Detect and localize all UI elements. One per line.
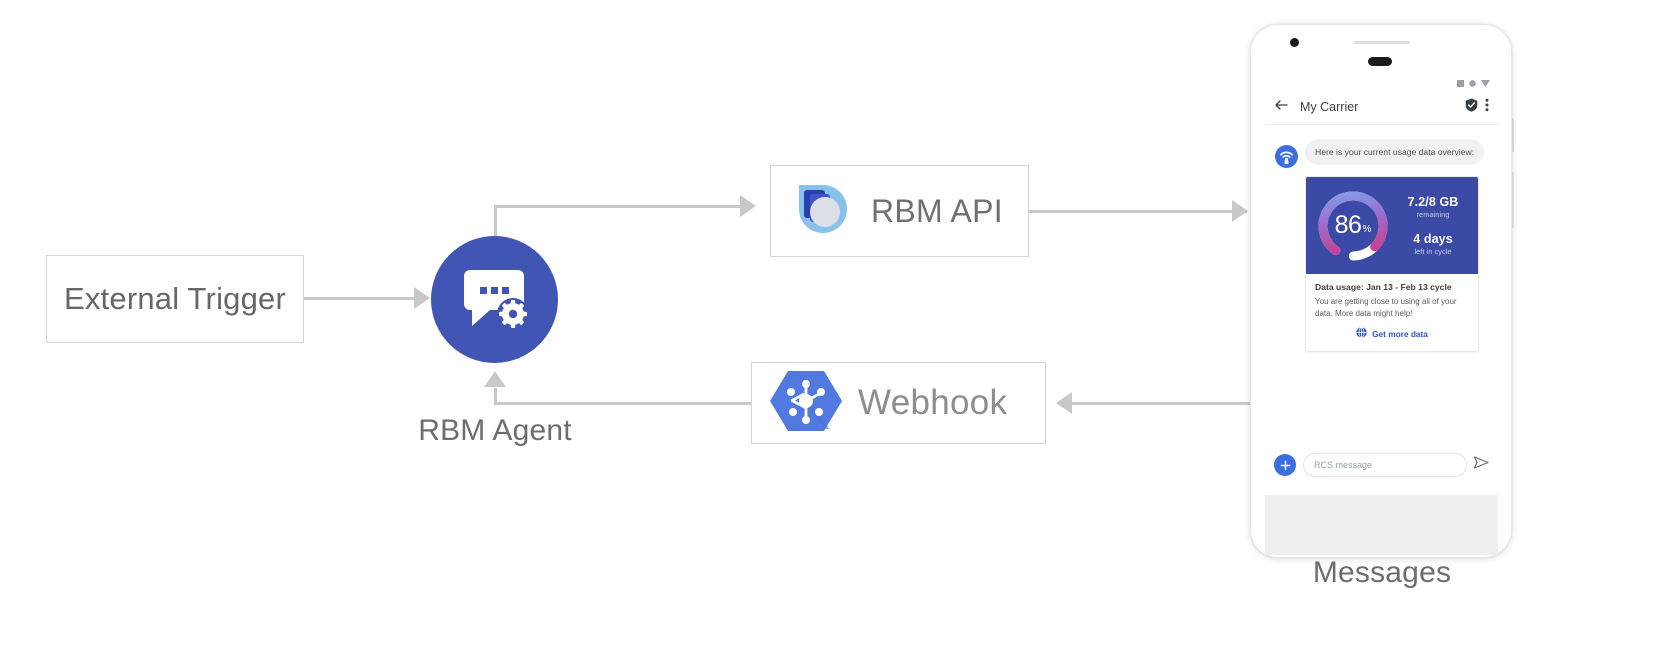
add-attachment-button[interactable] xyxy=(1274,454,1296,476)
battery-dot-icon xyxy=(1469,76,1476,92)
data-usage-rich-card[interactable]: 86 % 7.2/8 GB remaining 4 days left in c… xyxy=(1305,176,1479,353)
phone-chin xyxy=(1265,495,1498,555)
phone-volume-button[interactable] xyxy=(1511,172,1514,228)
phone-screen: My Carrier xyxy=(1265,76,1498,495)
arrowhead-webhook-to-agent xyxy=(484,371,506,387)
phone-sensor-strip xyxy=(1354,41,1410,44)
messages-label: Messages xyxy=(1312,556,1452,589)
stat-days-left-caption: left in cycle xyxy=(1414,247,1452,256)
gauge-value-wrap: 86 % xyxy=(1312,185,1394,267)
webhook-box[interactable]: Webhook xyxy=(751,362,1046,444)
get-more-data-label: Get more data xyxy=(1372,328,1428,339)
usage-stats: 7.2/8 GB remaining 4 days left in cycle xyxy=(1394,195,1478,256)
incoming-message-bubble: Here is your current usage data overview… xyxy=(1305,139,1485,166)
stat-gap xyxy=(1394,219,1472,232)
send-icon[interactable] xyxy=(1473,456,1489,474)
status-bar xyxy=(1265,76,1498,90)
nav-home-circle-icon[interactable] xyxy=(1377,492,1386,496)
globe-icon xyxy=(1356,327,1367,340)
connector-agent-up xyxy=(494,205,497,253)
stat-data-remaining-caption: remaining xyxy=(1416,210,1450,219)
usage-gauge: 86 % xyxy=(1312,185,1394,267)
message-composer: RCS message xyxy=(1265,443,1498,487)
rbm-api-box[interactable]: RBM API xyxy=(770,165,1029,257)
app-bar-title: My Carrier xyxy=(1300,100,1359,114)
connector-agent-to-api xyxy=(494,205,740,208)
android-nav-bar xyxy=(1265,487,1498,495)
connector-trigger-to-agent xyxy=(304,297,416,300)
gauge-unit: % xyxy=(1362,224,1372,235)
rbm-agent-node[interactable] xyxy=(431,236,558,363)
arrowhead-agent-to-api xyxy=(740,195,756,217)
connector-webhook-up xyxy=(494,388,497,404)
nav-recents-square-icon[interactable] xyxy=(1438,492,1446,496)
more-vert-icon[interactable] xyxy=(1485,98,1489,117)
rich-card-body: Data usage: Jan 13 - Feb 13 cycle You ar… xyxy=(1306,274,1478,352)
conversation-thread: Here is your current usage data overview… xyxy=(1265,125,1498,443)
connector-api-to-phone xyxy=(1029,210,1247,213)
wifi-triangle-icon xyxy=(1481,76,1490,92)
incoming-message-row: Here is your current usage data overview… xyxy=(1275,139,1488,168)
external-trigger-box[interactable]: External Trigger xyxy=(46,255,304,343)
connector-phone-to-webhook xyxy=(1072,402,1252,405)
signal-square-icon xyxy=(1457,76,1464,92)
stat-days-left-value: 4 days xyxy=(1413,232,1453,246)
carrier-signal-icon xyxy=(1275,145,1298,168)
verified-shield-icon[interactable] xyxy=(1465,98,1478,117)
webhook-hexagon-icon xyxy=(768,367,844,440)
phone-front-camera xyxy=(1290,38,1299,47)
gauge-value: 86 xyxy=(1334,211,1362,239)
arrowhead-api-to-phone xyxy=(1232,200,1248,222)
connector-webhook-to-agent xyxy=(494,402,752,405)
rcs-message-placeholder: RCS message xyxy=(1314,460,1373,470)
phone-earpiece-speaker xyxy=(1368,57,1392,66)
app-bar: My Carrier xyxy=(1265,90,1498,125)
external-trigger-label: External Trigger xyxy=(63,281,287,316)
phone-power-button[interactable] xyxy=(1511,118,1514,152)
stat-data-remaining-value: 7.2/8 GB xyxy=(1407,195,1459,209)
rcs-message-input[interactable]: RCS message xyxy=(1303,453,1467,477)
get-more-data-button[interactable]: Get more data xyxy=(1315,319,1469,345)
nav-back-triangle-icon[interactable] xyxy=(1317,492,1326,496)
back-arrow-icon[interactable] xyxy=(1274,98,1288,117)
chat-gear-icon xyxy=(458,262,532,337)
rich-card-title: Data usage: Jan 13 - Feb 13 cycle xyxy=(1315,282,1452,292)
rbm-api-label: RBM API xyxy=(871,192,1003,229)
rbm-agent-label: RBM Agent xyxy=(418,414,572,447)
webhook-label: Webhook xyxy=(858,383,1008,422)
rbm-api-logo-icon xyxy=(789,175,857,248)
arrowhead-trigger-to-agent xyxy=(414,287,430,309)
rich-card-header: 86 % 7.2/8 GB remaining 4 days left in c… xyxy=(1306,177,1478,274)
arrowhead-phone-to-webhook xyxy=(1056,392,1072,414)
rich-card-description: You are getting close to using all of yo… xyxy=(1315,297,1457,318)
